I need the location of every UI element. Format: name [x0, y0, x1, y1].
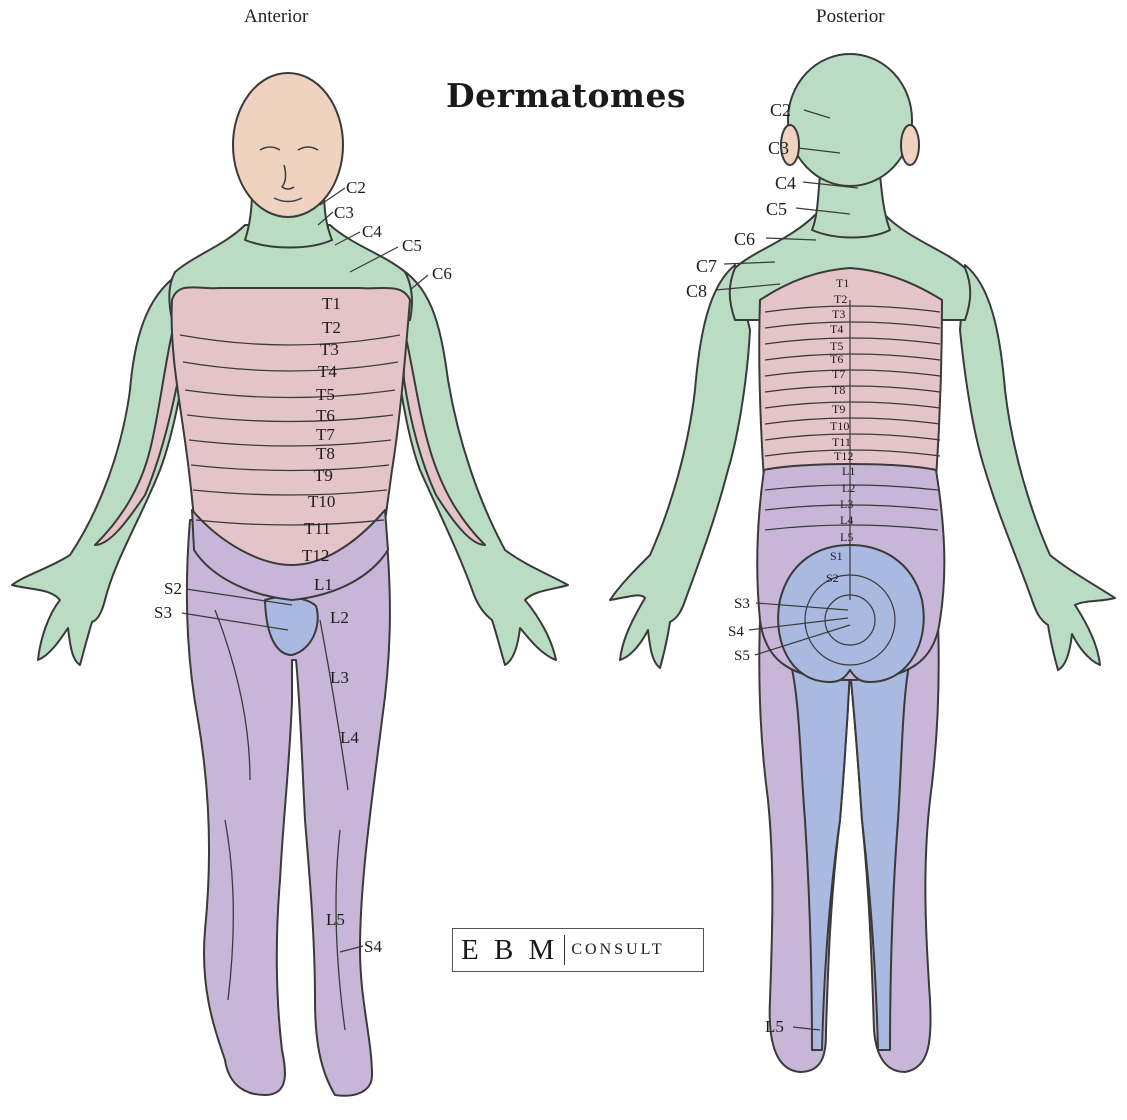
- post-label-s2: S2: [826, 571, 839, 585]
- ant-label-l2: L2: [330, 608, 349, 627]
- post-label-t1: T1: [836, 276, 849, 290]
- ant-label-l1: L1: [314, 575, 333, 594]
- ant-label-t4: T4: [318, 362, 337, 381]
- posterior-left-arm: [610, 265, 750, 668]
- ant-label-s4: S4: [364, 937, 382, 956]
- ant-label-t11: T11: [304, 519, 331, 538]
- ant-label-t10: T10: [308, 492, 335, 511]
- ant-label-t7: T7: [316, 425, 335, 444]
- post-label-l5: L5: [840, 530, 853, 544]
- ant-label-s3: S3: [154, 603, 172, 622]
- ant-label-t6: T6: [316, 406, 335, 425]
- logo-ebm: E B M: [453, 934, 564, 967]
- post-label-l4: L4: [840, 513, 853, 527]
- logo-consult: CONSULT: [565, 941, 664, 959]
- ant-label-c5: C5: [402, 236, 422, 255]
- ant-label-t12: T12: [302, 546, 329, 565]
- ant-label-t5: T5: [316, 385, 335, 404]
- post-label-t6: T6: [830, 352, 843, 366]
- ant-label-l4: L4: [340, 728, 359, 747]
- posterior-head: [788, 54, 912, 186]
- ant-label-c4: C4: [362, 222, 382, 241]
- post-label-s3: S3: [734, 596, 750, 612]
- post-label-c7: C7: [696, 256, 717, 276]
- ant-label-l3: L3: [330, 668, 349, 687]
- post-label-l1: L1: [842, 464, 855, 478]
- ant-label-c3: C3: [334, 203, 354, 222]
- post-label-t5: T5: [830, 339, 843, 353]
- post-label-t2: T2: [834, 292, 847, 306]
- post-label-t9: T9: [832, 402, 845, 416]
- ant-label-t3: T3: [320, 340, 339, 359]
- ant-label-t1: T1: [322, 294, 341, 313]
- posterior-right-ear: [901, 125, 919, 165]
- anterior-right-arm: [392, 265, 568, 665]
- posterior-figure: [610, 54, 1115, 1072]
- ant-label-c2: C2: [346, 178, 366, 197]
- ant-label-s2: S2: [164, 579, 182, 598]
- post-label-t8: T8: [832, 383, 845, 397]
- ant-label-t2: T2: [322, 318, 341, 337]
- post-label-t12: T12: [834, 449, 853, 463]
- post-label-c2: C2: [770, 100, 791, 120]
- post-label-c5: C5: [766, 199, 787, 219]
- posterior-right-arm: [960, 265, 1115, 670]
- post-label-s1: S1: [830, 549, 843, 563]
- ebm-consult-logo: E B M CONSULT: [452, 928, 704, 972]
- ant-label-l5: L5: [326, 910, 345, 929]
- post-label-c6: C6: [734, 229, 755, 249]
- ant-label-t8: T8: [316, 444, 335, 463]
- posterior-buttocks-sacral: [778, 545, 924, 682]
- post-label-t11: T11: [832, 435, 851, 449]
- post-label-s4: S4: [728, 624, 744, 640]
- anterior-head: [233, 73, 343, 217]
- post-label-l3: L3: [840, 497, 853, 511]
- ant-label-c6: C6: [432, 264, 452, 283]
- post-label-t10: T10: [830, 419, 849, 433]
- post-label-c4: C4: [775, 173, 796, 193]
- post-label-l5-foot: L5: [765, 1017, 784, 1036]
- post-label-t3: T3: [832, 307, 845, 321]
- ant-label-t9: T9: [314, 466, 333, 485]
- post-label-t7: T7: [832, 367, 845, 381]
- post-label-l2: L2: [842, 481, 855, 495]
- post-label-c8: C8: [686, 281, 707, 301]
- post-label-t4: T4: [830, 322, 843, 336]
- post-label-s5: S5: [734, 648, 750, 664]
- post-label-c3: C3: [768, 138, 789, 158]
